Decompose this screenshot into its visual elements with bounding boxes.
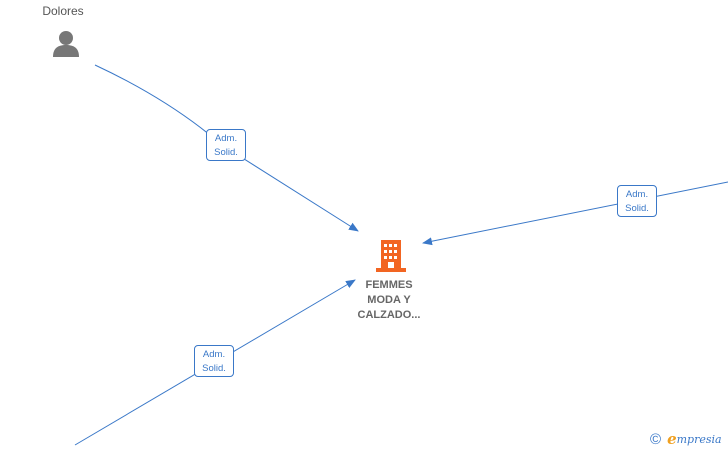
brand-name: mpresia	[676, 432, 722, 446]
role-badge-dolores[interactable]: Adm. Solid.	[206, 129, 246, 161]
role-line-1: Adm.	[625, 189, 649, 200]
edge-right-company	[422, 181, 728, 246]
copyright-icon: ©	[650, 430, 662, 448]
role-line-2: Solid.	[202, 363, 226, 374]
company-name-line: MODA Y	[367, 294, 411, 306]
company-name-line: CALZADO...	[357, 309, 421, 321]
role-badge-bottom[interactable]: Adm. Solid.	[194, 345, 234, 377]
company-name-line: FEMMES	[365, 279, 413, 291]
company-name[interactable]: FEMMES MODA Y CALZADO...	[339, 278, 439, 323]
role-badge-right[interactable]: Adm. Solid.	[617, 185, 657, 217]
brand-logo: © e mpresia	[650, 430, 722, 448]
role-line-1: Adm.	[202, 349, 226, 360]
person-name[interactable]: Dolores	[42, 4, 84, 18]
person-icon[interactable]	[53, 31, 79, 57]
role-line-2: Solid.	[625, 203, 649, 214]
brand-initial: e	[667, 430, 677, 448]
role-line-2: Solid.	[214, 147, 238, 158]
role-line-1: Adm.	[214, 133, 238, 144]
building-icon[interactable]	[376, 240, 406, 272]
